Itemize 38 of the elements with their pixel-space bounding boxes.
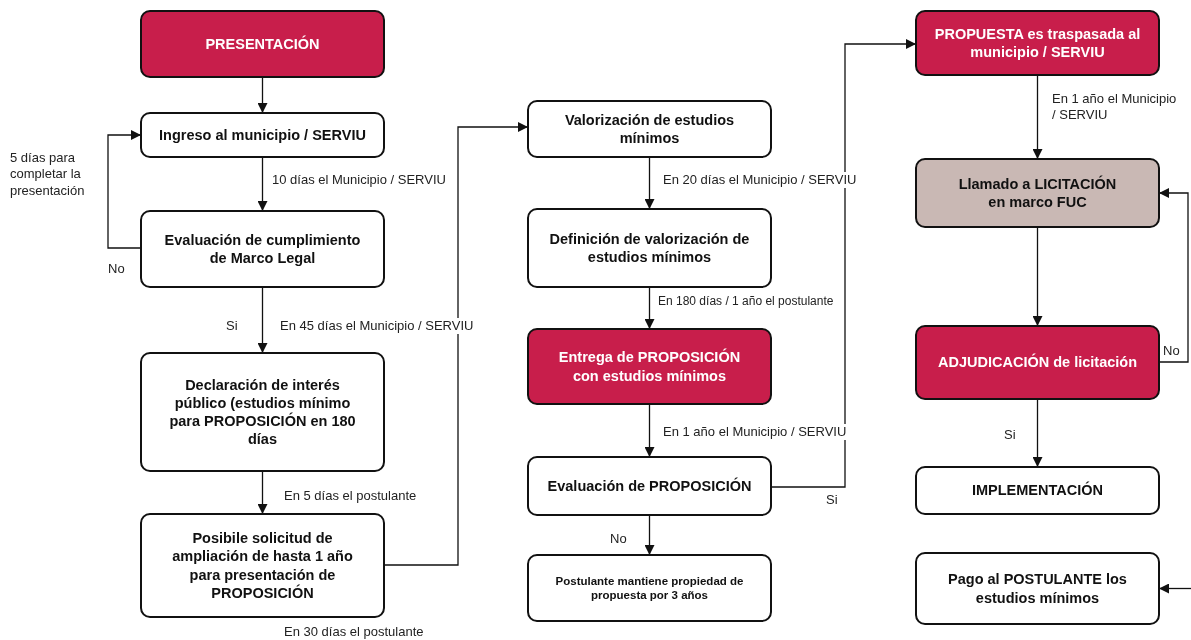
process-box: Posibile solicitud de ampliación de hasta 1 año para presentación de PROPOSICIÓN bbox=[140, 513, 385, 618]
process-box: Ingreso al municipio / SERVIU bbox=[140, 112, 385, 158]
process-box: Declaración de interés público (estudios mínimo para PROPOSICIÓN en 180 días bbox=[140, 352, 385, 472]
arrow bbox=[771, 39, 916, 488]
edge-label: En 1 año el Municipio / SERVIU bbox=[663, 424, 847, 441]
arrow bbox=[644, 515, 655, 555]
arrow bbox=[644, 157, 655, 209]
process-box: Evaluación de PROPOSICIÓN bbox=[527, 456, 772, 516]
edge-label: En 20 días el Municipio / SERVIU bbox=[663, 172, 857, 189]
edge-label: En 30 días el postulante bbox=[284, 624, 424, 640]
edge-label: En 45 días el Municipio / SERVIU bbox=[280, 318, 474, 335]
arrow bbox=[1159, 188, 1189, 363]
arrow bbox=[644, 404, 655, 457]
process-box: PRESENTACIÓN bbox=[140, 10, 385, 78]
process-box: Valorización de estudios mínimos bbox=[527, 100, 772, 158]
arrow bbox=[384, 122, 528, 566]
edge-label: En 180 días / 1 año el postulante bbox=[658, 294, 834, 309]
arrow bbox=[257, 287, 268, 353]
process-box: Evaluación de cumplimiento de Marco Legal bbox=[140, 210, 385, 288]
process-box: Pago al POSTULANTE los estudios mínimos bbox=[915, 552, 1160, 625]
arrow bbox=[1032, 399, 1043, 467]
arrow bbox=[1159, 583, 1191, 594]
edge-label: 10 días el Municipio / SERVIU bbox=[272, 172, 446, 189]
arrow bbox=[644, 287, 655, 329]
arrow bbox=[257, 77, 268, 113]
process-box: IMPLEMENTACIÓN bbox=[915, 466, 1160, 515]
arrow bbox=[257, 471, 268, 514]
edge-label: En 5 días el postulante bbox=[284, 488, 417, 505]
process-box: Entrega de PROPOSICIÓN con estudios mínimos bbox=[527, 328, 772, 405]
arrow bbox=[107, 130, 141, 249]
process-box: ADJUDICACIÓN de licitación bbox=[915, 325, 1160, 400]
process-box: Definición de valorización de estudios mínimos bbox=[527, 208, 772, 288]
process-box: Llamado a LICITACIÓN en marco FUC bbox=[915, 158, 1160, 228]
arrow bbox=[1032, 75, 1043, 159]
arrow bbox=[1032, 227, 1043, 326]
process-box: PROPUESTA es traspasada al municipio / SERVIU bbox=[915, 10, 1160, 76]
arrow bbox=[257, 157, 268, 211]
process-box: Postulante mantiene propiedad de propuesta por 3 años bbox=[527, 554, 772, 622]
